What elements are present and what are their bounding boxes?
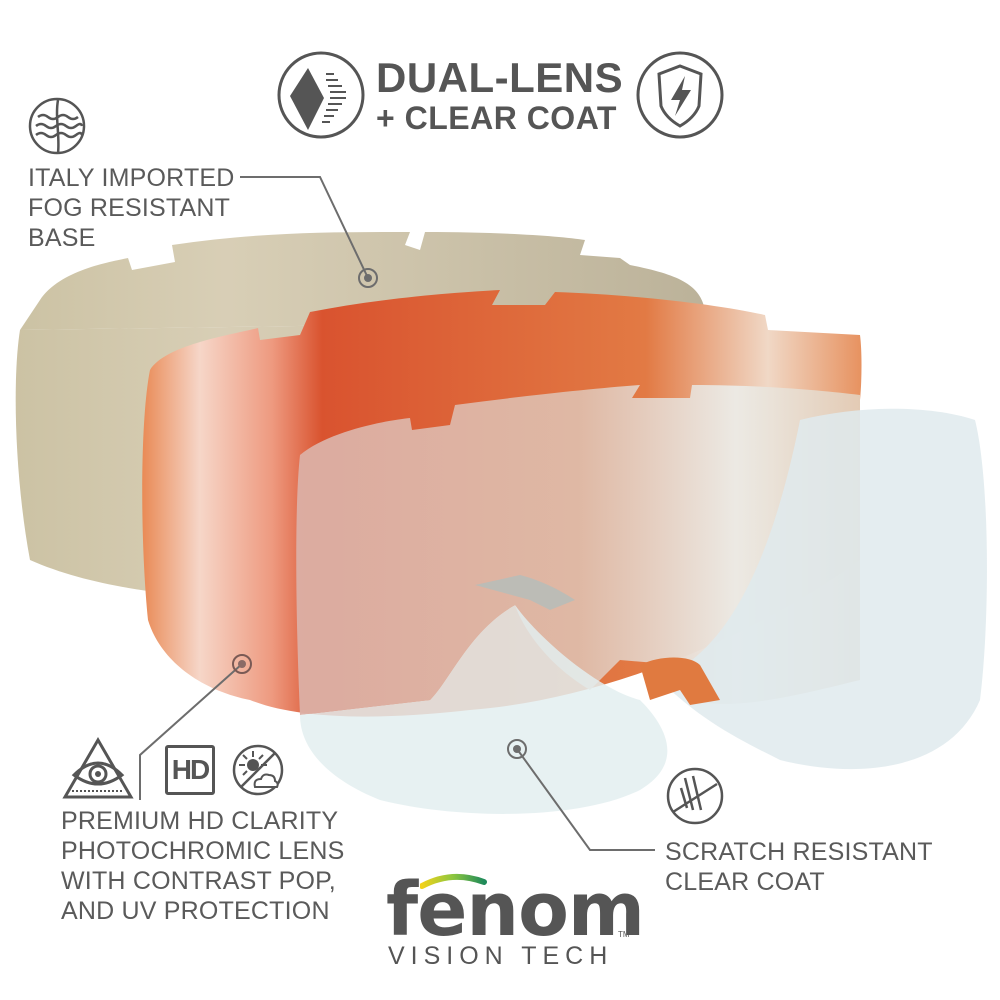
clear-coat-lens	[660, 408, 987, 770]
shield-lightning-icon	[636, 51, 724, 139]
headline-line2: + CLEAR COAT	[376, 100, 617, 136]
scratch-icon	[666, 767, 724, 825]
no-sun-cloud-icon	[232, 744, 284, 796]
logo-subtitle: VISION TECH	[388, 942, 614, 970]
photochromic-callout-text: PREMIUM HD CLARITY PHOTOCHROMIC LENS WIT…	[61, 807, 345, 925]
clear-coat-callout-text: SCRATCH RESISTANT CLEAR COAT	[665, 838, 933, 896]
headline: DUAL-LENS + CLEAR COAT	[376, 54, 624, 137]
marker-clear-coat	[507, 739, 527, 759]
logo-trademark: TM	[618, 930, 630, 939]
eye-triangle-icon	[62, 737, 134, 799]
base-callout-text: ITALY IMPORTED FOG RESISTANT BASE	[28, 164, 235, 252]
hd-icon: HD	[165, 745, 215, 795]
leader-line-base	[240, 176, 369, 279]
water-tree-icon	[28, 97, 86, 155]
leader-line-photochromic	[139, 663, 243, 800]
peach-lens-overlay	[296, 385, 860, 715]
logo-wordmark: fenom	[386, 867, 645, 953]
headline-line1: DUAL-LENS	[376, 54, 624, 101]
marker-photochromic	[232, 654, 252, 674]
leader-line-clear-coat	[516, 748, 655, 851]
layered-diamond-icon	[277, 51, 365, 139]
marker-base	[358, 268, 378, 288]
logo-arc-icon	[420, 873, 487, 889]
